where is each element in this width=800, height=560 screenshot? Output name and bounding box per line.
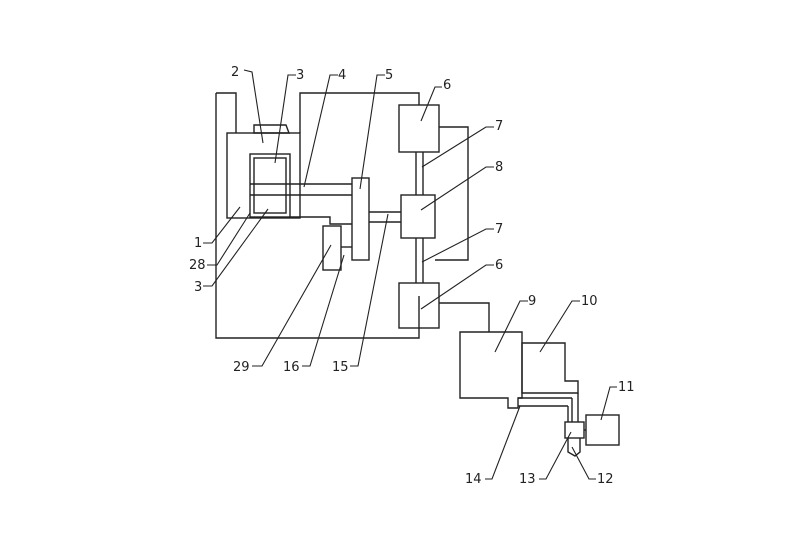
part-4-shaft	[250, 183, 352, 196]
label-13: 13	[519, 472, 536, 487]
label-5: 5	[385, 68, 393, 83]
label-7-top: 7	[495, 119, 503, 134]
label-4: 4	[338, 68, 346, 83]
part-7-upper-rod	[415, 152, 424, 195]
label-7-bottom: 7	[495, 222, 503, 237]
part-12-nozzle	[567, 438, 581, 457]
label-10: 10	[581, 294, 598, 309]
label-6-top: 6	[443, 78, 451, 93]
label-9: 9	[528, 294, 536, 309]
part-28-chamber	[249, 153, 291, 218]
label-1: 1	[194, 236, 202, 251]
part-6-lower	[398, 282, 440, 329]
part-11-block	[585, 414, 620, 446]
housing-frame	[215, 92, 420, 339]
part-14-pipe	[518, 393, 579, 422]
part-2-cap	[253, 124, 291, 134]
part-29-block	[322, 225, 342, 271]
label-8: 8	[495, 160, 503, 175]
right-frame	[435, 126, 469, 261]
label-14: 14	[465, 472, 482, 487]
label-2: 2	[231, 65, 239, 80]
part-5-plate	[351, 177, 370, 261]
label-6-bottom: 6	[495, 258, 503, 273]
part-15-shaft	[369, 211, 401, 223]
label-16: 16	[283, 360, 300, 375]
part-8-block	[400, 194, 436, 239]
part-7-lower-rod	[415, 238, 424, 283]
label-15: 15	[332, 360, 349, 375]
part-13-block	[564, 421, 585, 439]
label-11: 11	[618, 380, 635, 395]
lower-link	[290, 216, 352, 225]
part-9-tank	[459, 331, 523, 409]
part-6-upper	[398, 104, 440, 153]
label-28: 28	[189, 258, 206, 273]
label-29: 29	[233, 360, 250, 375]
leader-lines	[203, 69, 617, 480]
pipe-6-to-9	[439, 302, 490, 332]
part-3-inner	[253, 157, 287, 214]
part-10-tank	[521, 342, 579, 394]
part-1-body	[226, 132, 301, 219]
label-12: 12	[597, 472, 614, 487]
label-3-bottom: 3	[194, 280, 202, 295]
label-3-top: 3	[296, 68, 304, 83]
